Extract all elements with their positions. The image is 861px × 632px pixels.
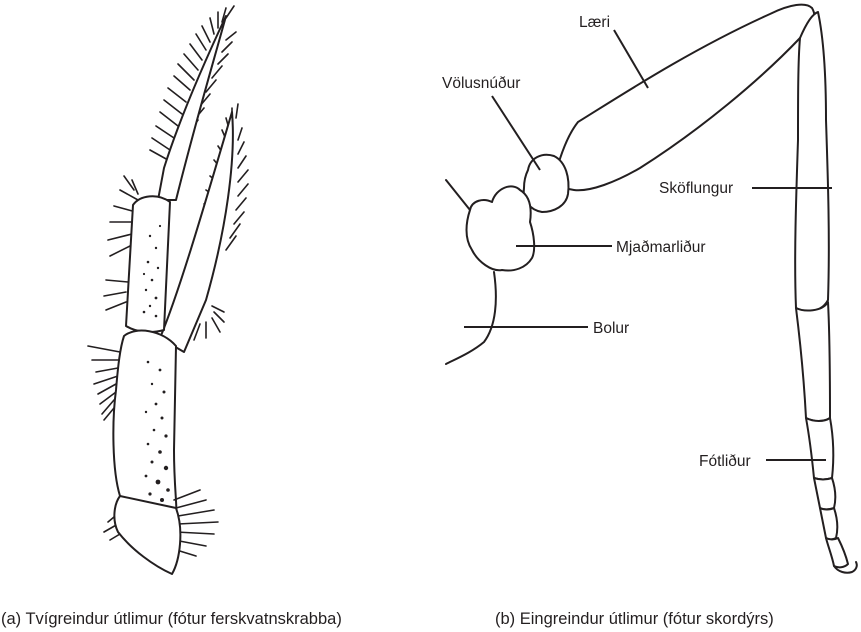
protopod-basal-segment <box>113 495 182 575</box>
upper-segment-bristles <box>103 175 139 311</box>
tibia <box>794 11 830 313</box>
protopod-proximal-segment <box>112 329 178 523</box>
label-tibia: Sköflungur <box>659 180 733 197</box>
distal-segment-stipple <box>142 224 162 318</box>
label-body: Bolur <box>593 320 629 337</box>
label-coxa: Mjaðmarliður <box>616 239 706 256</box>
leader-femur <box>613 29 649 89</box>
tarsus-segments <box>795 301 858 574</box>
trochanter <box>522 153 570 213</box>
uniramous-appendage <box>445 3 858 574</box>
body-outline <box>445 179 497 365</box>
lower-segment-bristles <box>87 345 121 421</box>
label-trochanter: Völusnúður <box>442 75 520 92</box>
coxa <box>465 185 536 272</box>
leader-trochanter <box>491 95 541 171</box>
outer-ramus <box>157 15 227 201</box>
protopod-distal-segment <box>125 195 171 334</box>
biramous-appendage <box>87 5 249 575</box>
femur <box>554 3 816 192</box>
caption-biramous: (a) Tvígreindur útlimur (fótur ferskvatn… <box>1 610 342 628</box>
inner-ramus <box>159 111 234 353</box>
caption-uniramous: (b) Eingreindur útlimur (fótur skordýrs) <box>495 610 774 628</box>
label-femur: Læri <box>579 14 610 31</box>
label-tarsus: Fótliður <box>699 453 751 470</box>
proximal-segment-stipple <box>144 360 170 502</box>
